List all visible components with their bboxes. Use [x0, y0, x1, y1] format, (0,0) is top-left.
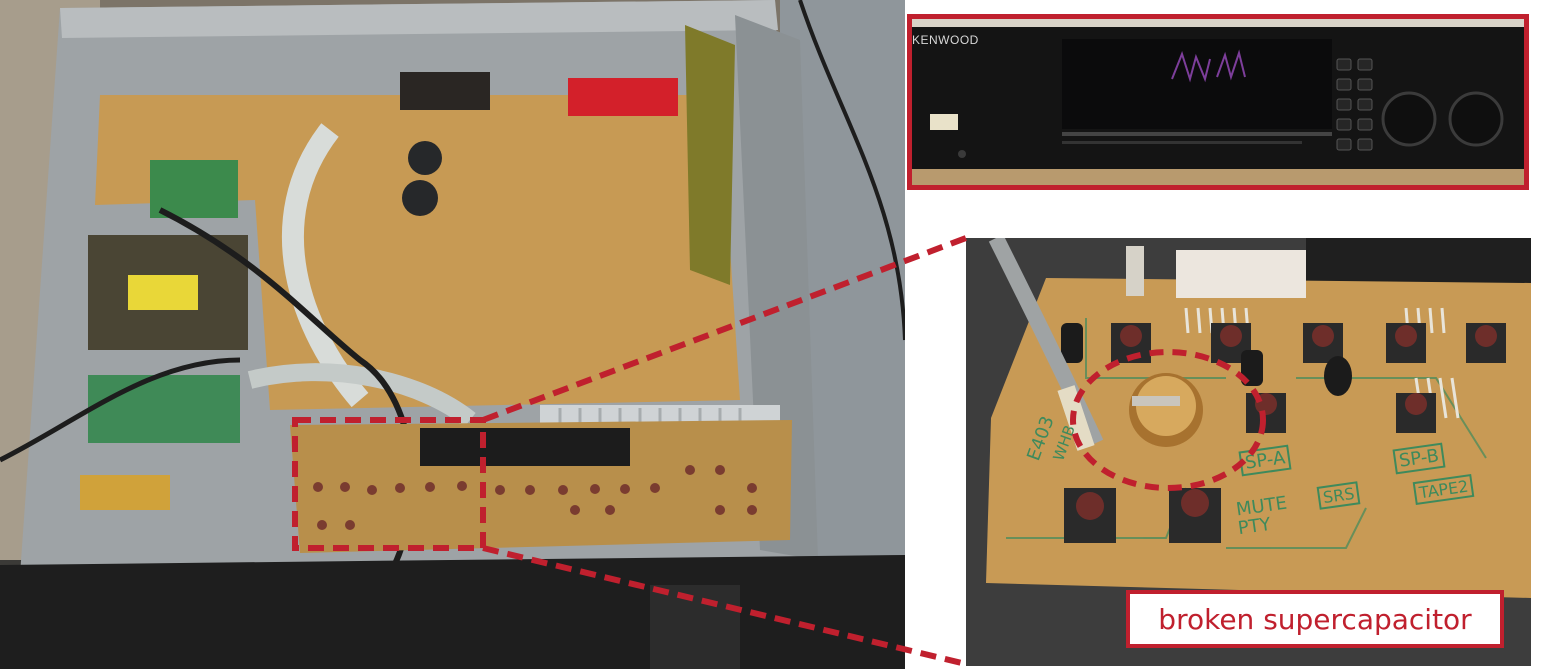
- input-selector-knob: [1381, 91, 1437, 147]
- zoom-region-highlight: [292, 417, 486, 551]
- volume-knob: [1448, 91, 1504, 147]
- brand-logo-kenwood: KENWOOD: [912, 33, 979, 47]
- receiver-front-illustration: [912, 19, 1524, 185]
- zoom-connector-bottom: [482, 545, 967, 667]
- speaker-terminals: [568, 78, 678, 116]
- front-panel-board: [290, 420, 792, 553]
- open-receiver-illustration: [0, 0, 905, 669]
- main-photo-open-receiver: [0, 0, 905, 669]
- front-panel-photo: KENWOOD: [907, 14, 1529, 190]
- main-pcb: [95, 95, 740, 410]
- supercapacitor-highlight-circle: [1070, 349, 1266, 491]
- caption-text: broken supercapacitor: [1158, 602, 1472, 636]
- caption-box: broken supercapacitor: [1126, 590, 1504, 648]
- zoom-connector-top: [481, 235, 968, 423]
